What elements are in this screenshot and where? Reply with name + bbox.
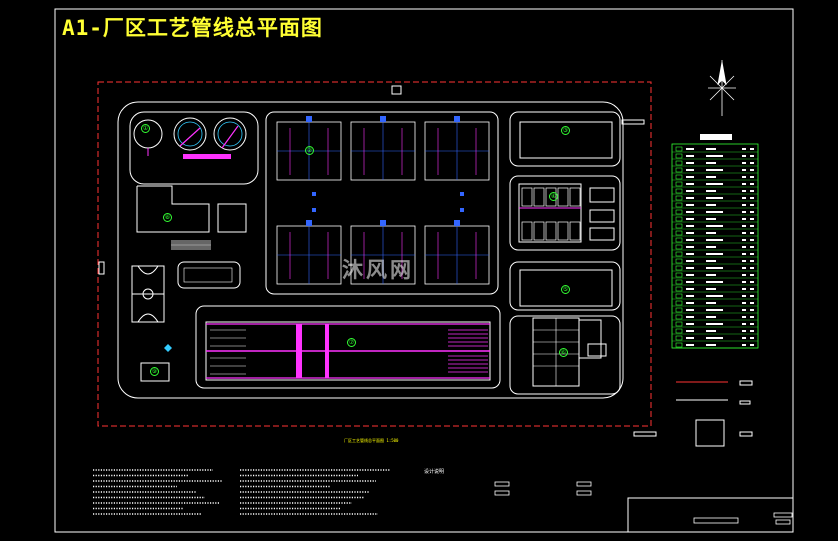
drawing-title: A1-厂区工艺管线总平面图 [62, 16, 323, 40]
legend-row [672, 216, 758, 223]
clarifier-zone [129, 111, 259, 185]
facility-label-gate-house: ⑨ [150, 367, 159, 376]
legend-row [672, 188, 758, 195]
reaction-tank-zone [265, 111, 499, 295]
facility-label-reaction-tanks: ② [305, 146, 314, 155]
gate-house [140, 362, 170, 382]
legend-row [672, 251, 758, 258]
legend-row [672, 258, 758, 265]
legend-row [672, 223, 758, 230]
legend-row [672, 342, 758, 349]
legend-row [672, 202, 758, 209]
left-building-outline [136, 185, 210, 233]
clarifier-3 [213, 117, 247, 151]
legend-row [672, 167, 758, 174]
legend-row [672, 328, 758, 335]
legend-row [672, 195, 758, 202]
legend-row [672, 272, 758, 279]
long-basin-zone [195, 305, 501, 389]
facility-label-left-building: ⑧ [163, 213, 172, 222]
clarifier-2 [173, 117, 207, 151]
frame-corner-outline [627, 497, 793, 532]
legend-row [672, 307, 758, 314]
legend-row [672, 181, 758, 188]
facility-label-filter-room: ④ [549, 192, 558, 201]
legend-row [672, 174, 758, 181]
facility-label-clarifiers: ① [141, 124, 150, 133]
legend-row [672, 335, 758, 342]
drawing-caption: 厂区工艺管线总平面图 1:500 [344, 438, 399, 443]
legend-row [672, 279, 758, 286]
north-arrow [708, 60, 736, 116]
legend-row [672, 300, 758, 307]
site-boundary-fence [97, 81, 652, 427]
legend-row [672, 230, 758, 237]
watermark-text: 沐风网 [342, 258, 414, 282]
legend-row [672, 321, 758, 328]
legend-row [672, 160, 758, 167]
legend-row [672, 153, 758, 160]
drawing-frame [54, 8, 794, 533]
clarifier-pipe [183, 154, 231, 159]
legend-table-rows [672, 146, 758, 349]
legend-row [672, 237, 758, 244]
legend-row [672, 244, 758, 251]
legend-row [672, 314, 758, 321]
legend-row [672, 265, 758, 272]
notes-title: 设计说明 [424, 469, 445, 475]
legend-header [700, 134, 732, 140]
facility-label-bottom-right-building: ⑥ [559, 348, 568, 357]
legend-row [672, 293, 758, 300]
facility-label-mid-right-building: ⑤ [561, 285, 570, 294]
facility-label-top-right-building: ③ [561, 126, 570, 135]
top-right-zone [509, 111, 621, 167]
design-notes-text [93, 469, 390, 515]
mid-right-zone [509, 261, 621, 311]
legend-row [672, 146, 758, 153]
bottom-right-zone [509, 315, 621, 395]
facility-label-long-basin: ⑦ [347, 338, 356, 347]
main-road-outline [117, 101, 624, 399]
legend-row [672, 286, 758, 293]
filter-room-zone [509, 175, 621, 251]
legend-row [672, 209, 758, 216]
